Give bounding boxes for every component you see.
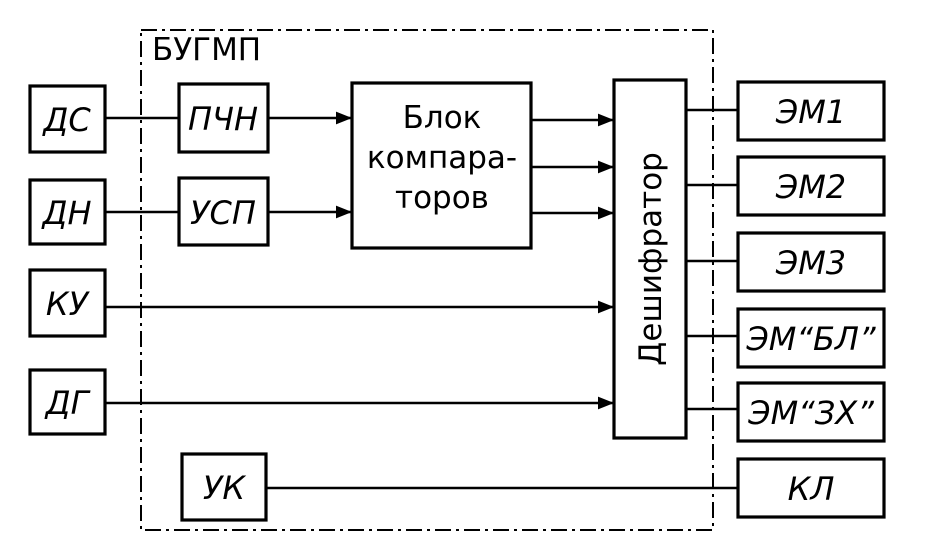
bugmp-label: БУГМП: [152, 32, 261, 68]
block-ku: КУ: [28, 268, 107, 338]
block-kl: КЛ: [736, 457, 886, 519]
block-em3-label: ЭМ3: [775, 244, 846, 282]
block-dg-label: ДГ: [44, 384, 91, 422]
bugmp-frame: [140, 29, 714, 531]
block-dg: ДГ: [28, 368, 107, 436]
block-kl-label: КЛ: [788, 470, 835, 508]
block-em2: ЭМ2: [736, 155, 886, 217]
block-em3: ЭМ3: [736, 231, 886, 293]
block-uk-label: УК: [203, 469, 247, 507]
block-ds: ДС: [28, 84, 107, 154]
block-uk: УК: [180, 452, 268, 522]
block-usp-label: УСП: [190, 194, 256, 232]
block-em1-label: ЭМ1: [775, 93, 846, 131]
block-em1: ЭМ1: [736, 80, 886, 142]
block-dn-label: ДН: [40, 194, 91, 232]
connections: [105, 108, 738, 490]
comparator-line-1: Блок: [403, 100, 482, 136]
block-em2-label: ЭМ2: [775, 168, 846, 206]
block-ku-label: КУ: [46, 285, 91, 323]
block-em-bl-label: ЭМ“БЛ”: [745, 320, 876, 358]
block-usp: УСП: [177, 176, 270, 247]
block-comparator: Блок компара- торов: [350, 81, 533, 250]
block-em-bl: ЭМ“БЛ”: [736, 307, 886, 369]
decoder-label: Дешифратор: [633, 152, 669, 366]
block-pchn: ПЧН: [177, 82, 270, 154]
comparator-line-3: торов: [395, 180, 489, 216]
block-decoder: Дешифратор: [612, 78, 688, 440]
block-pchn-label: ПЧН: [188, 100, 258, 138]
block-ds-label: ДС: [41, 101, 91, 139]
block-em-zx-label: ЭМ“ЗХ”: [747, 394, 874, 432]
block-em-zx: ЭМ“ЗХ”: [736, 381, 886, 443]
comparator-line-2: компара-: [367, 140, 517, 176]
block-dn: ДН: [28, 178, 107, 246]
